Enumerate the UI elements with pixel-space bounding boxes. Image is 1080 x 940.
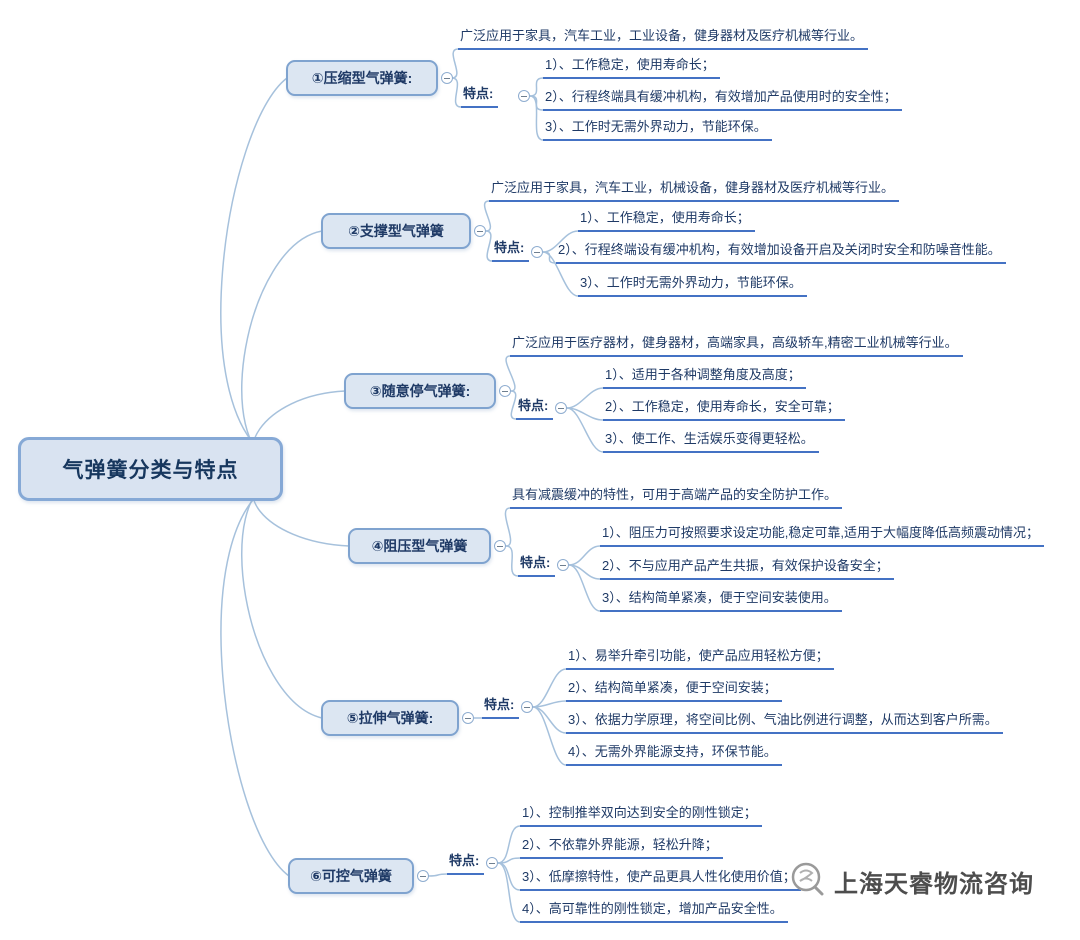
collapse-icon[interactable]: [462, 712, 474, 724]
collapse-icon[interactable]: [441, 72, 453, 84]
collapse-icon[interactable]: [494, 540, 506, 552]
feature-item[interactable]: 4）、高可靠性的刚性锁定，增加产品安全性。: [520, 901, 788, 923]
collapse-icon[interactable]: [557, 559, 569, 571]
logo-icon: [791, 862, 824, 896]
features-label[interactable]: 特点:: [518, 555, 556, 577]
feature-item[interactable]: 3）、工作时无需外界动力，节能环保。: [578, 275, 807, 297]
features-label[interactable]: 特点:: [492, 240, 530, 262]
branch-node-free-stop[interactable]: ③随意停气弹簧:: [344, 373, 496, 409]
feature-item[interactable]: 2）、工作稳定，使用寿命长，安全可靠；: [603, 399, 845, 421]
feature-item[interactable]: 3）、依据力学原理，将空间比例、气油比例进行调整，从而达到客户所需。: [566, 712, 1003, 734]
branch-node-controllable[interactable]: ⑥可控气弹簧: [288, 858, 414, 894]
collapse-icon[interactable]: [531, 246, 543, 258]
feature-item[interactable]: 1）、适用于各种调整角度及高度；: [603, 367, 806, 389]
features-label[interactable]: 特点:: [516, 398, 554, 420]
features-label[interactable]: 特点:: [482, 697, 520, 719]
branch-node-tension[interactable]: ⑤拉伸气弹簧:: [321, 700, 459, 736]
branch-label: ①压缩型气弹簧:: [311, 70, 413, 86]
watermark: 上海天睿物流咨询: [788, 860, 1034, 902]
feature-item[interactable]: 2）、行程终端设有缓冲机构，有效增加设备开启及关闭时安全和防噪音性能。: [556, 242, 1006, 264]
branch-label: ③随意停气弹簧:: [369, 383, 471, 399]
branch-label: ⑥可控气弹簧: [310, 868, 392, 884]
feature-item[interactable]: 3）、低摩擦特性，使产品更具人性化使用价值；: [520, 869, 801, 891]
feature-item[interactable]: 2）、结构简单紧凑，便于空间安装；: [566, 680, 782, 702]
branch-node-damping[interactable]: ④阻压型气弹簧: [348, 528, 491, 564]
collapse-icon[interactable]: [518, 90, 530, 102]
feature-item[interactable]: 1）、控制推举双向达到安全的刚性锁定；: [520, 805, 762, 827]
feature-item[interactable]: 2）、不与应用产品产生共振，有效保护设备安全；: [600, 558, 894, 580]
collapse-icon[interactable]: [521, 701, 533, 713]
feature-item[interactable]: 3）、工作时无需外界动力，节能环保。: [543, 119, 772, 141]
feature-item[interactable]: 1）、易举升牵引功能，使产品应用轻松方便；: [566, 648, 834, 670]
branch-node-compression[interactable]: ①压缩型气弹簧:: [286, 60, 438, 96]
branch-label: ⑤拉伸气弹簧:: [346, 710, 434, 726]
application-note[interactable]: 具有减震缓冲的特性，可用于高端产品的安全防护工作。: [510, 487, 843, 509]
collapse-icon[interactable]: [474, 225, 486, 237]
collapse-icon[interactable]: [417, 870, 429, 882]
branch-label: ②支撑型气弹簧: [348, 223, 444, 239]
features-label[interactable]: 特点:: [461, 86, 499, 108]
feature-item[interactable]: 3）、使工作、生活娱乐变得更轻松。: [603, 431, 819, 453]
feature-item[interactable]: 2）、行程终端具有缓冲机构，有效增加产品使用时的安全性；: [543, 89, 902, 111]
feature-item[interactable]: 3）、结构简单紧凑，便于空间安装使用。: [600, 590, 842, 612]
feature-item[interactable]: 1）、阻压力可按照要求设定功能,稳定可靠,适用于大幅度降低高频震动情况；: [600, 525, 1044, 547]
collapse-icon[interactable]: [499, 385, 511, 397]
application-note[interactable]: 广泛应用于家具，汽车工业，工业设备，健身器材及医疗机械等行业。: [458, 28, 869, 50]
application-note[interactable]: 广泛应用于家具，汽车工业，机械设备，健身器材及医疗机械等行业。: [489, 180, 900, 202]
branch-label: ④阻压型气弹簧: [371, 538, 468, 554]
watermark-text: 上海天睿物流咨询: [834, 870, 1034, 898]
collapse-icon[interactable]: [555, 402, 567, 414]
feature-item[interactable]: 2）、不依靠外界能源，轻松升降；: [520, 837, 723, 859]
root-label: 气弹簧分类与特点: [62, 459, 239, 482]
feature-item[interactable]: 1）、工作稳定，使用寿命长；: [543, 57, 720, 79]
root-node[interactable]: 气弹簧分类与特点: [18, 437, 283, 501]
branch-node-support[interactable]: ②支撑型气弹簧: [321, 213, 471, 249]
collapse-icon[interactable]: [486, 857, 498, 869]
application-note[interactable]: 广泛应用于医疗器材，健身器材，高端家具，高级轿车,精密工业机械等行业。: [510, 335, 963, 357]
feature-item[interactable]: 4）、无需外界能源支持，环保节能。: [566, 744, 782, 766]
feature-item[interactable]: 1）、工作稳定，使用寿命长；: [578, 210, 755, 232]
features-label[interactable]: 特点:: [447, 853, 485, 875]
